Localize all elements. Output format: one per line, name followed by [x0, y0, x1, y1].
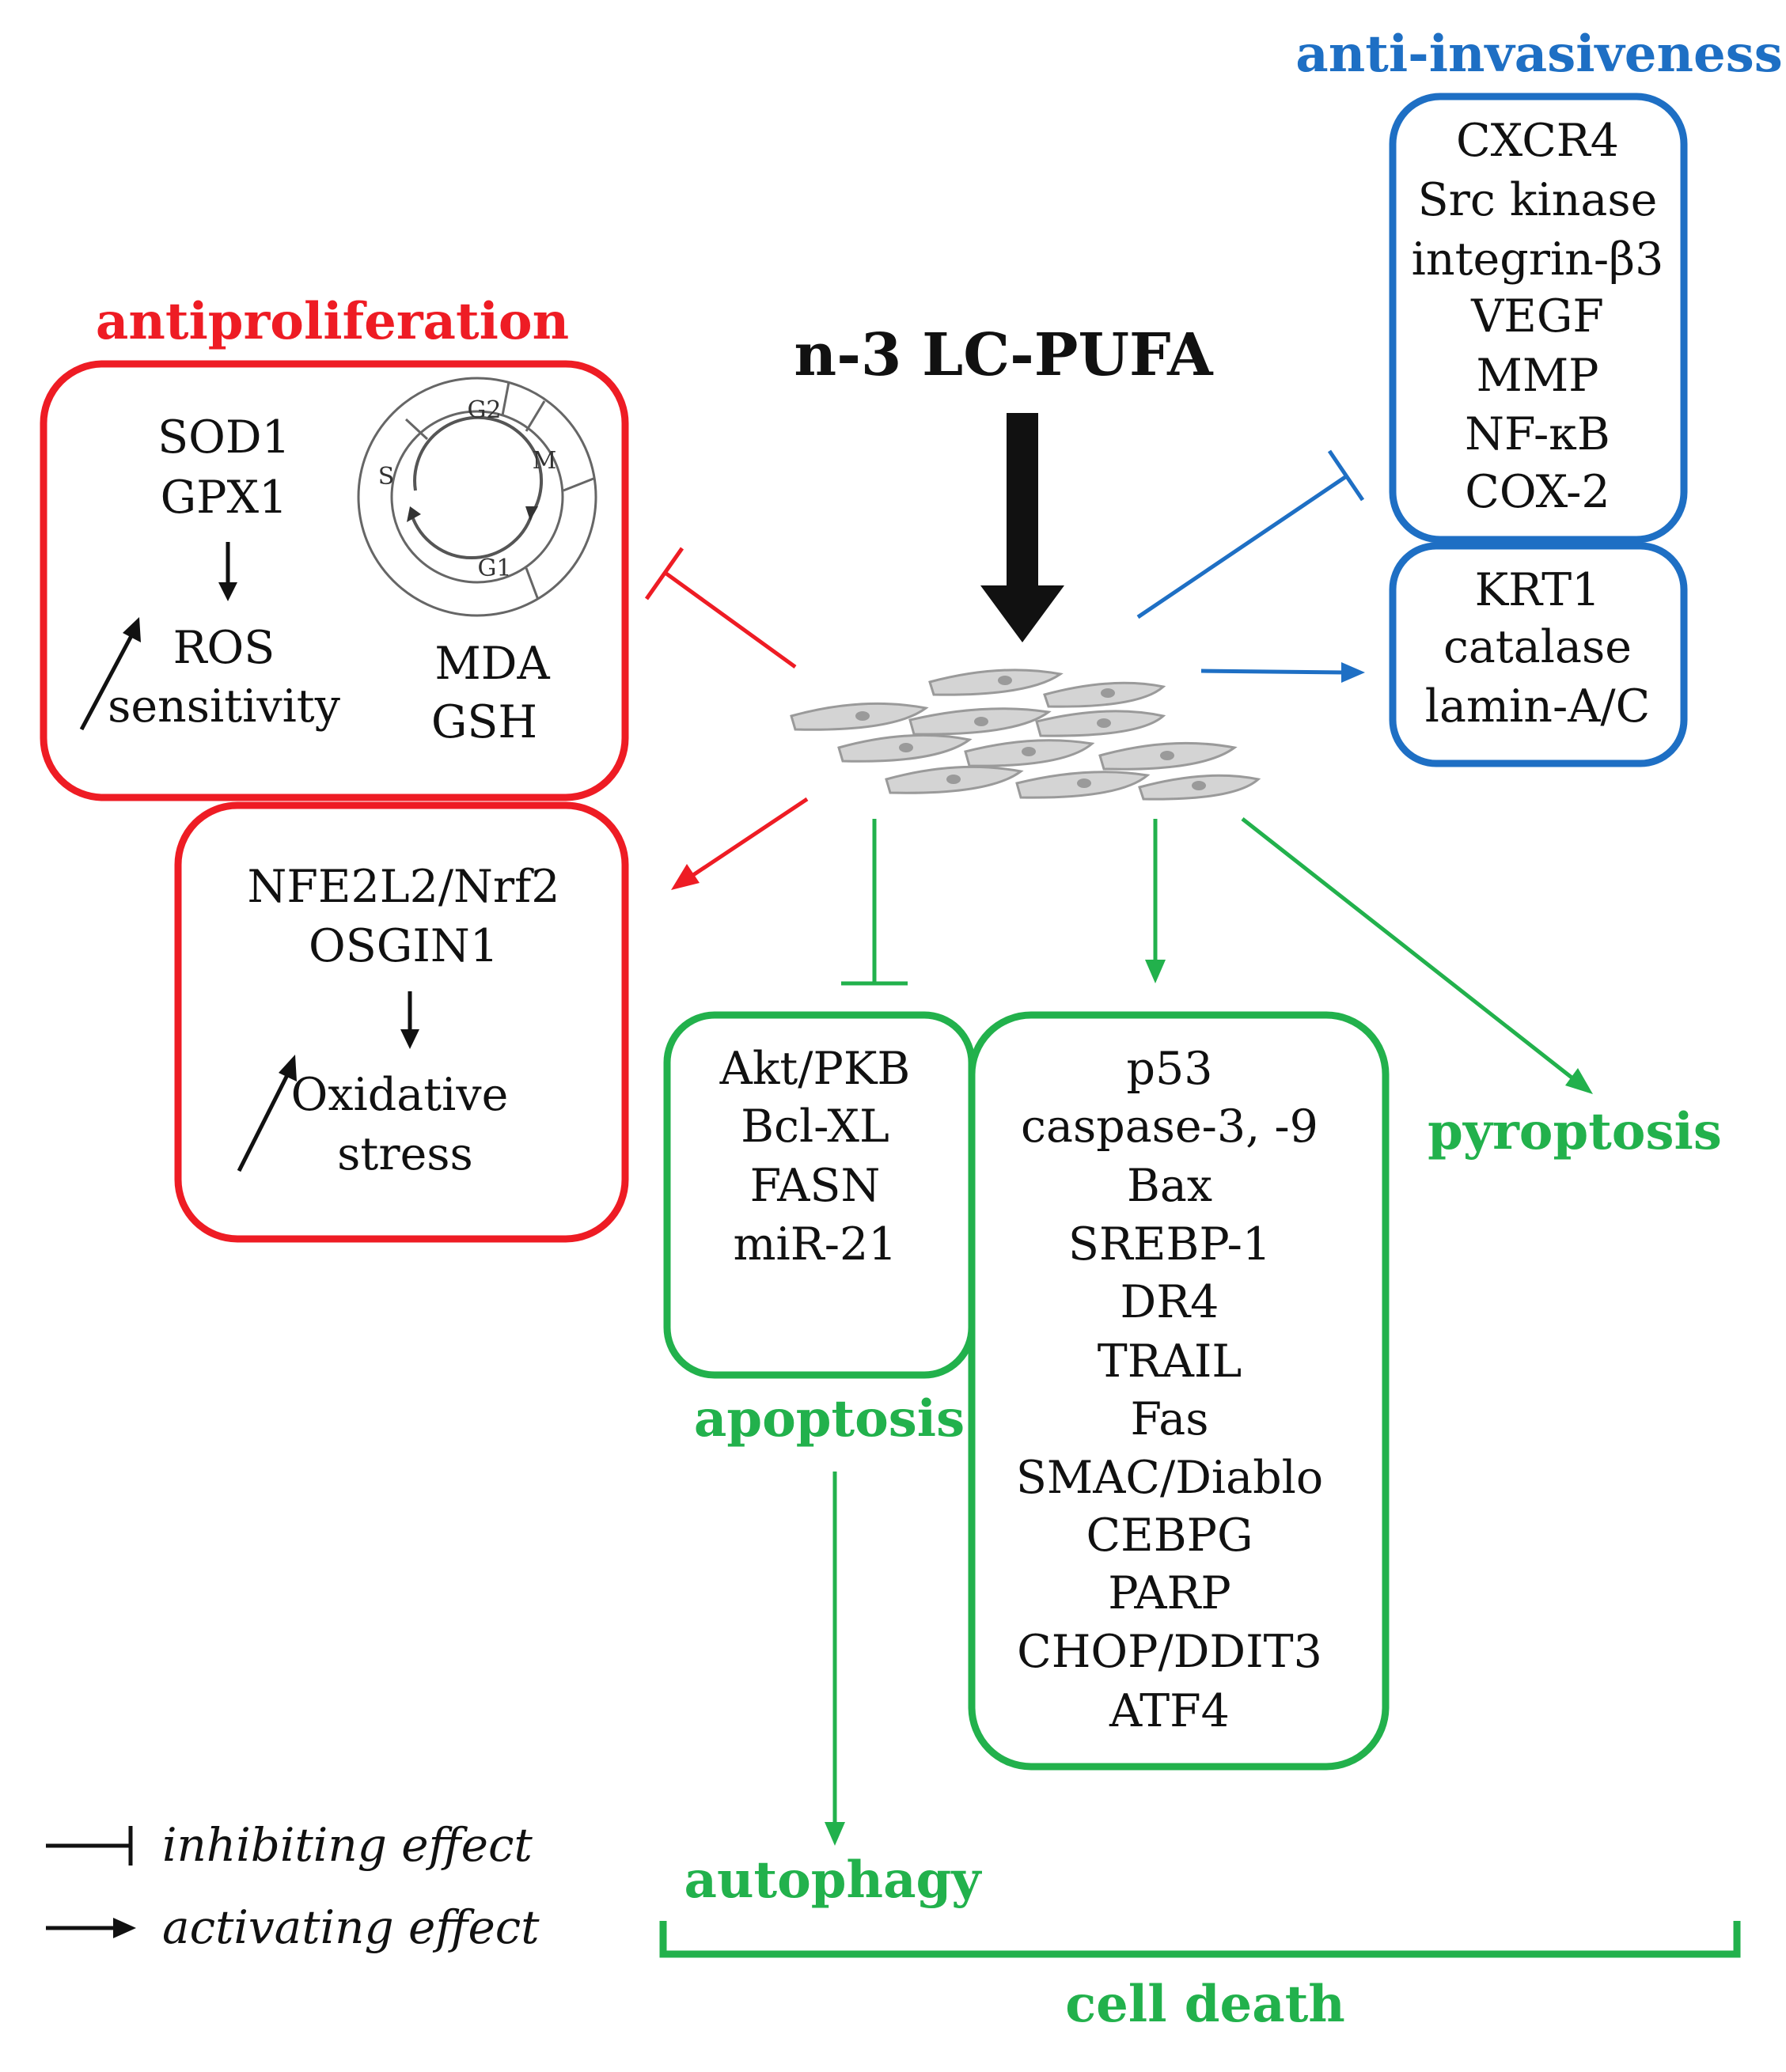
- item-parp: PARP: [1108, 1567, 1231, 1619]
- item-p53: p53: [1126, 1043, 1212, 1095]
- result-stress: stress: [337, 1128, 473, 1180]
- item-mir-21: miR-21: [734, 1218, 897, 1271]
- increase-arrow-box2: [237, 1055, 297, 1172]
- item-caspase: caspase-3, -9: [1021, 1100, 1318, 1153]
- item-mmp: MMP: [1476, 350, 1598, 402]
- item-nfe2l2: NFE2L2/Nrf2: [247, 861, 559, 913]
- item-akt-pkb: Akt/PKB: [719, 1043, 911, 1095]
- inhibit-connector-apoptosis: [841, 819, 908, 986]
- item-nf-kb: NF-κB: [1465, 408, 1610, 460]
- autophagy-label: autophagy: [684, 1850, 983, 1910]
- item-gpx1: GPX1: [161, 472, 288, 524]
- cell-death-bracket: [659, 1921, 1741, 1958]
- item-trail: TRAIL: [1098, 1335, 1242, 1388]
- item-integrin-b3: integrin-β3: [1412, 233, 1664, 286]
- item-src-kinase: Src kinase: [1418, 174, 1658, 226]
- inhibit-connector-antiproliferation: [644, 547, 797, 669]
- legend-activate-symbol: [46, 1918, 136, 1938]
- item-smac-diablo: SMAC/Diablo: [1016, 1452, 1323, 1504]
- item-lamin-ac: lamin-A/C: [1425, 680, 1650, 733]
- activated-invasion-list: KRT1 catalase lamin-A/C: [1425, 564, 1650, 733]
- activate-connector-autophagy: [825, 1472, 845, 1846]
- antiproliferation-heading: antiproliferation: [96, 292, 569, 351]
- item-atf4: ATF4: [1109, 1685, 1230, 1737]
- diagram-title: n-3 LC-PUFA: [794, 321, 1214, 389]
- item-chop-ddit3: CHOP/DDIT3: [1017, 1626, 1322, 1678]
- cycle-m: M: [533, 447, 557, 475]
- result-ros: ROS: [173, 622, 275, 674]
- apoptosis-label: apoptosis: [694, 1389, 965, 1449]
- activate-connector-invasiveness: [1200, 662, 1365, 683]
- item-krt1: KRT1: [1475, 564, 1601, 616]
- activate-connector-oxidative: [671, 797, 809, 890]
- item-bax: Bax: [1127, 1160, 1212, 1212]
- item-fas: Fas: [1131, 1393, 1209, 1445]
- anti-invasiveness-inhibited-box: [1389, 93, 1688, 544]
- antiproliferation-box-1: [40, 360, 629, 801]
- increase-arrow-box1: [79, 617, 141, 731]
- result-sensitivity: sensitivity: [108, 680, 341, 733]
- item-dr4: DR4: [1121, 1276, 1219, 1328]
- inhibited-apoptosis-list: Akt/PKB Bcl-XL FASN miR-21: [719, 1043, 911, 1271]
- item-sod1: SOD1: [157, 411, 290, 464]
- activate-connector-pyroptosis: [1241, 817, 1593, 1094]
- inhibited-invasion-list: CXCR4 Src kinase integrin-β3 VEGF MMP NF…: [1412, 115, 1664, 518]
- legend-activating-text: activating effect: [162, 1900, 540, 1954]
- main-arrow: [980, 413, 1064, 642]
- item-cebpg: CEBPG: [1086, 1509, 1253, 1562]
- pyroptosis-label: pyroptosis: [1428, 1102, 1722, 1161]
- cell-death-heading: cell death: [1065, 1975, 1345, 2034]
- activate-connector-apoptosis: [1145, 819, 1166, 983]
- cycle-g2: G2: [467, 396, 501, 424]
- cycle-g1: G1: [477, 555, 511, 582]
- down-arrow-box1: [218, 542, 237, 601]
- cell-cluster-icon: [790, 669, 1261, 801]
- apoptosis-activated-box: [968, 1011, 1390, 1771]
- anti-invasiveness-heading: anti-invasiveness: [1295, 25, 1783, 84]
- item-osgin1: OSGIN1: [309, 920, 499, 972]
- marker-mda: MDA: [434, 638, 550, 690]
- anti-invasiveness-activated-box: [1389, 542, 1688, 767]
- item-cxcr4: CXCR4: [1456, 115, 1619, 167]
- legend: inhibiting effect activating effect: [46, 1818, 540, 1954]
- item-vegf: VEGF: [1470, 290, 1604, 343]
- item-catalase: catalase: [1443, 621, 1632, 673]
- cycle-s: S: [378, 463, 395, 491]
- inhibit-connector-invasiveness: [1136, 449, 1365, 619]
- legend-inhibiting-text: inhibiting effect: [162, 1818, 533, 1872]
- legend-inhibit-symbol: [46, 1826, 133, 1866]
- item-srebp-1: SREBP-1: [1068, 1218, 1271, 1271]
- activated-apoptosis-list: p53 caspase-3, -9 Bax SREBP-1 DR4 TRAIL …: [1016, 1043, 1323, 1737]
- item-bcl-xl: Bcl-XL: [741, 1100, 889, 1153]
- down-arrow-box2: [400, 991, 419, 1049]
- item-cox-2: COX-2: [1465, 466, 1610, 518]
- cell-cycle-icon: G2 M S G1: [357, 377, 597, 617]
- antiproliferation-box-2: [174, 801, 629, 1243]
- result-oxidative: Oxidative: [291, 1069, 509, 1121]
- item-fasn: FASN: [750, 1160, 881, 1212]
- marker-gsh: GSH: [431, 696, 537, 748]
